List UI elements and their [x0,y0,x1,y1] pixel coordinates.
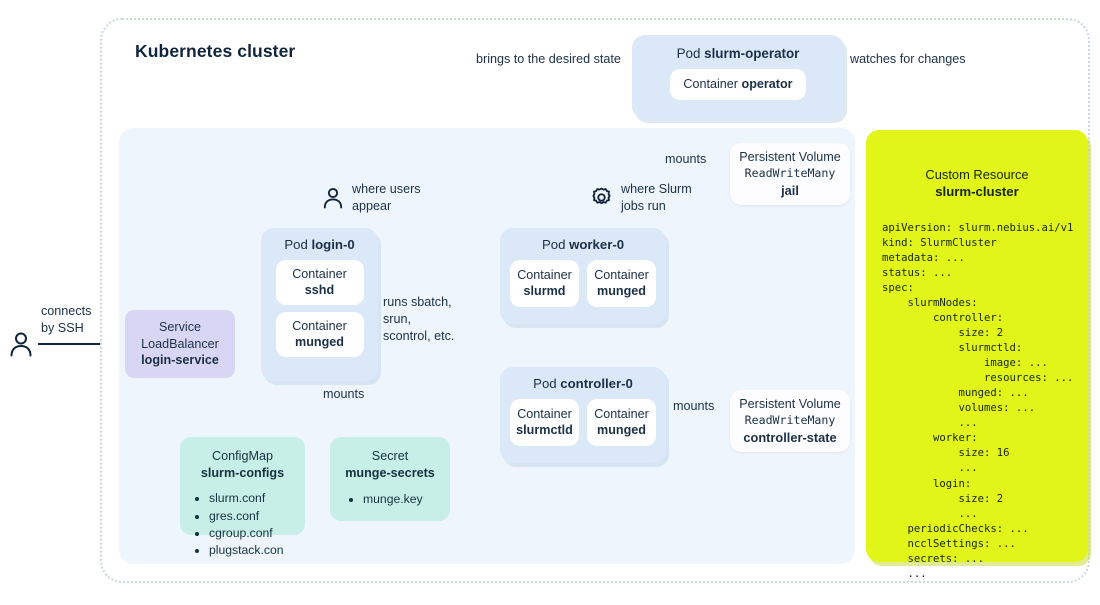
pv-controller-state-access-mode: ReadWriteMany [744,413,836,428]
pv-jail-kind: Persistent Volume [739,150,841,165]
container-munged-controller-name: munged [597,423,646,438]
person-icon [8,330,34,358]
note-where-users-appear: where users appear [322,181,421,214]
pod-login-title: Pod login-0 [284,237,354,253]
secret-name: munge-secrets [345,465,435,480]
note-slurm-text: where Slurm jobs run [621,182,692,213]
label-watches-for-changes: watches for changes [850,52,966,66]
pod-operator-prefix: Pod [676,46,705,61]
service-name: login-service [141,353,219,368]
pod-slurm-operator[interactable]: Pod slurm-operator Container operator [632,35,844,119]
container-slurmd-name: slurmd [523,284,566,299]
container-munged-login-prefix: Container [292,318,347,333]
list-item: munge.key [363,491,450,508]
container-operator[interactable]: Container operator [670,69,806,101]
label-mounts-jail: mounts [665,152,707,166]
configmap-title: ConfigMap slurm-configs [180,448,305,481]
container-sshd[interactable]: Container sshd [275,259,364,305]
custom-resource-slurm-cluster[interactable]: Custom Resource slurm-cluster apiVersion… [866,130,1088,580]
pv-jail-name: jail [781,182,799,198]
note-where-slurm-jobs-run: where Slurm jobs run [590,181,692,214]
list-item: plugstack.con [209,542,305,559]
configmap-slurm-configs[interactable]: ConfigMap slurm-configs slurm.conf gres.… [180,437,305,557]
container-munged-controller[interactable]: Container munged [587,398,656,446]
pod-worker-prefix: Pod [541,237,570,252]
container-munged-login-name: munged [295,335,344,350]
custom-resource-kind: Custom Resource [925,167,1029,182]
secret-title: Secret munge-secrets [330,448,450,481]
container-munged-login[interactable]: Container munged [275,311,364,357]
label-runs-commands: runs sbatch, srun, scontrol, etc. [383,295,455,343]
container-sshd-prefix: Container [292,266,347,281]
list-item: gres.conf [209,508,305,525]
pod-controller-0[interactable]: Pod controller-0 Container slurmctld Con… [500,367,666,463]
pv-jail-access-mode: ReadWriteMany [744,166,836,181]
container-munged-worker[interactable]: Container munged [587,259,656,307]
custom-resource-title: Custom Resource slurm-cluster [866,166,1088,201]
pod-controller-name: controller-0 [560,376,633,391]
container-munged-worker-prefix: Container [594,267,649,282]
service-login-service[interactable]: Service LoadBalancer login-service [125,310,235,378]
custom-resource-name: slurm-cluster [935,184,1019,200]
pod-worker-containers: Container slurmd Container munged [501,259,665,317]
pv-controller-state-kind: Persistent Volume [739,397,841,412]
list-item: slurm.conf [209,490,305,507]
pod-controller-containers: Container slurmctld Container munged [501,398,665,456]
pod-operator-name: slurm-operator [704,46,800,61]
note-users-text: where users appear [352,182,421,213]
pv-controller-state-name: controller-state [743,429,837,445]
container-munged-worker-name: munged [597,284,646,299]
configmap-name: slurm-configs [200,465,285,480]
user-icon [323,187,343,209]
container-slurmctld-name: slurmctld [516,423,573,438]
page-title: Kubernetes cluster [135,41,296,61]
container-slurmctld-prefix: Container [517,406,572,421]
secret-kind: Secret [371,449,409,463]
pod-login-prefix: Pod [284,237,312,252]
secret-items: munge.key [330,491,450,508]
label-mounts-controller-state: mounts [673,399,715,413]
service-kind: Service [159,319,201,334]
pod-worker-name: worker-0 [569,237,625,252]
pod-worker-0[interactable]: Pod worker-0 Container slurmd Container … [500,228,666,324]
pod-controller-prefix: Pod [533,376,561,391]
container-slurmd[interactable]: Container slurmd [510,259,579,307]
configmap-kind: ConfigMap [212,449,273,463]
persistent-volume-controller-state[interactable]: Persistent Volume ReadWriteMany controll… [730,390,850,452]
container-sshd-name: sshd [304,283,335,298]
label-brings-to-desired-state: brings to the desired state [476,52,621,66]
custom-resource-yaml: apiVersion: slurm.nebius.ai/v1 kind: Slu… [882,221,1074,580]
pod-login-0[interactable]: Pod login-0 Container sshd Container mun… [261,228,378,381]
pod-login-containers: Container sshd Container munged [267,259,373,367]
container-slurmctld[interactable]: Container slurmctld [510,398,579,446]
list-item: cgroup.conf [209,525,305,542]
container-operator-prefix: Container [683,77,742,92]
pod-operator-containers: Container operator [661,69,815,110]
container-munged-controller-prefix: Container [594,406,649,421]
container-operator-name: operator [741,77,793,92]
configmap-items: slurm.conf gres.conf cgroup.conf plugsta… [180,490,305,559]
label-mounts-configs: mounts [323,387,365,401]
secret-munge-secrets[interactable]: Secret munge-secrets munge.key [330,437,450,521]
service-type: LoadBalancer [141,336,219,351]
pod-controller-title: Pod controller-0 [533,376,633,392]
gear-icon [592,187,611,205]
pod-worker-title: Pod worker-0 [542,237,624,253]
pod-operator-title: Pod slurm-operator [677,46,800,62]
pod-login-name: login-0 [311,237,355,252]
persistent-volume-jail[interactable]: Persistent Volume ReadWriteMany jail [730,143,850,205]
label-connects-by-ssh: connects by SSH [41,304,92,335]
container-slurmd-prefix: Container [517,267,572,282]
